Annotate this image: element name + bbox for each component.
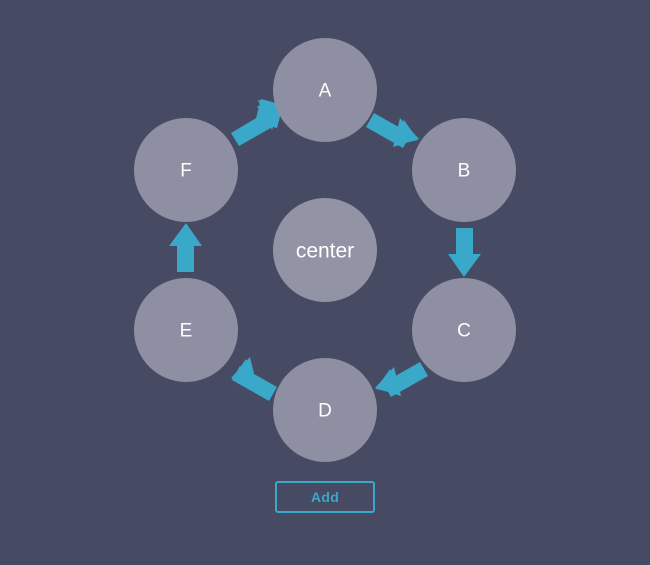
node-a-label: A [319,81,332,102]
node-d[interactable]: D [273,358,377,462]
edge-arrow-a-to-b-tip[interactable] [393,118,419,147]
node-d-circle[interactable] [273,358,377,462]
node-b-label: B [458,161,471,182]
node-f-label: F [180,161,192,182]
node-a[interactable]: A [273,38,377,142]
edge-arrow-c-to-d-tip[interactable] [375,367,401,396]
node-e-label: E [180,321,193,342]
add-button[interactable]: Add [275,481,375,513]
node-b-circle[interactable] [412,118,516,222]
edge-arrow-d-to-e-tip[interactable] [231,357,257,386]
edge-arrow-b-to-c-head[interactable] [448,254,481,277]
node-a-circle[interactable] [273,38,377,142]
edge-arrow-group [169,99,481,401]
node-f[interactable]: F [134,118,238,222]
node-c-label: C [457,321,471,342]
node-center-label: center [296,240,354,263]
node-d-label: D [318,401,332,422]
edge-arrow-b-to-c-shaft[interactable] [456,228,473,260]
edge-arrow-e-to-f-shaft[interactable] [177,240,194,272]
node-center[interactable]: center [273,198,377,302]
node-e-circle[interactable] [134,278,238,382]
node-c-circle[interactable] [412,278,516,382]
edge-arrow-e-to-f-head[interactable] [169,223,202,246]
node-e[interactable]: E [134,278,238,382]
node-center-circle[interactable] [273,198,377,302]
node-f-circle[interactable] [134,118,238,222]
node-c[interactable]: C [412,278,516,382]
node-b[interactable]: B [412,118,516,222]
